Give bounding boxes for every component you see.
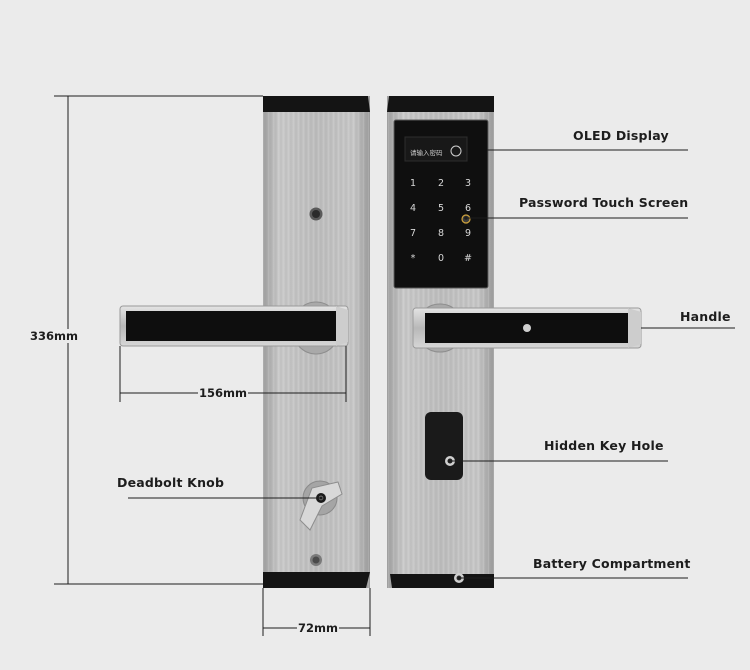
width-dimension-label: 72mm xyxy=(297,621,339,635)
handle-length-dimension-label: 156mm xyxy=(198,386,248,400)
hidden-key-hole-icon xyxy=(425,412,463,480)
keypad-keys: 1 2 3 4 5 6 7 8 9 * 0 # xyxy=(410,178,472,264)
keypad-key-2: 2 xyxy=(438,178,444,189)
keypad-key-0: 0 xyxy=(438,253,444,264)
keypad-key-8: 8 xyxy=(438,228,444,239)
oled-display-label: OLED Display xyxy=(573,128,669,143)
battery-compartment-label: Battery Compartment xyxy=(533,556,691,571)
keypad-key-6: 6 xyxy=(465,203,471,214)
oled-screen-text: 请输入密码 xyxy=(410,148,443,157)
callout-lines xyxy=(128,149,735,579)
keypad-key-3: 3 xyxy=(465,178,471,189)
password-touch-screen-label: Password Touch Screen xyxy=(519,195,689,210)
deadbolt-knob-label: Deadbolt Knob xyxy=(117,475,225,490)
screw-icon xyxy=(309,207,323,221)
keypad-key-9: 9 xyxy=(465,228,471,239)
keypad-key-7: 7 xyxy=(410,228,416,239)
hidden-key-hole-label: Hidden Key Hole xyxy=(544,438,664,453)
keypad-panel: 请输入密码 1 2 3 4 5 6 7 8 9 * 0 # xyxy=(393,119,489,289)
keypad-key-hash: # xyxy=(464,253,472,264)
keypad-key-4: 4 xyxy=(410,203,416,214)
inner-handle xyxy=(119,305,349,347)
keypad-key-star: * xyxy=(411,253,416,264)
outer-handle xyxy=(412,307,642,349)
height-dimension-label: 336mm xyxy=(29,329,79,343)
screw-icon xyxy=(310,554,322,566)
keypad-key-5: 5 xyxy=(438,203,444,214)
handle-label: Handle xyxy=(680,309,731,324)
keypad-key-1: 1 xyxy=(410,178,416,189)
